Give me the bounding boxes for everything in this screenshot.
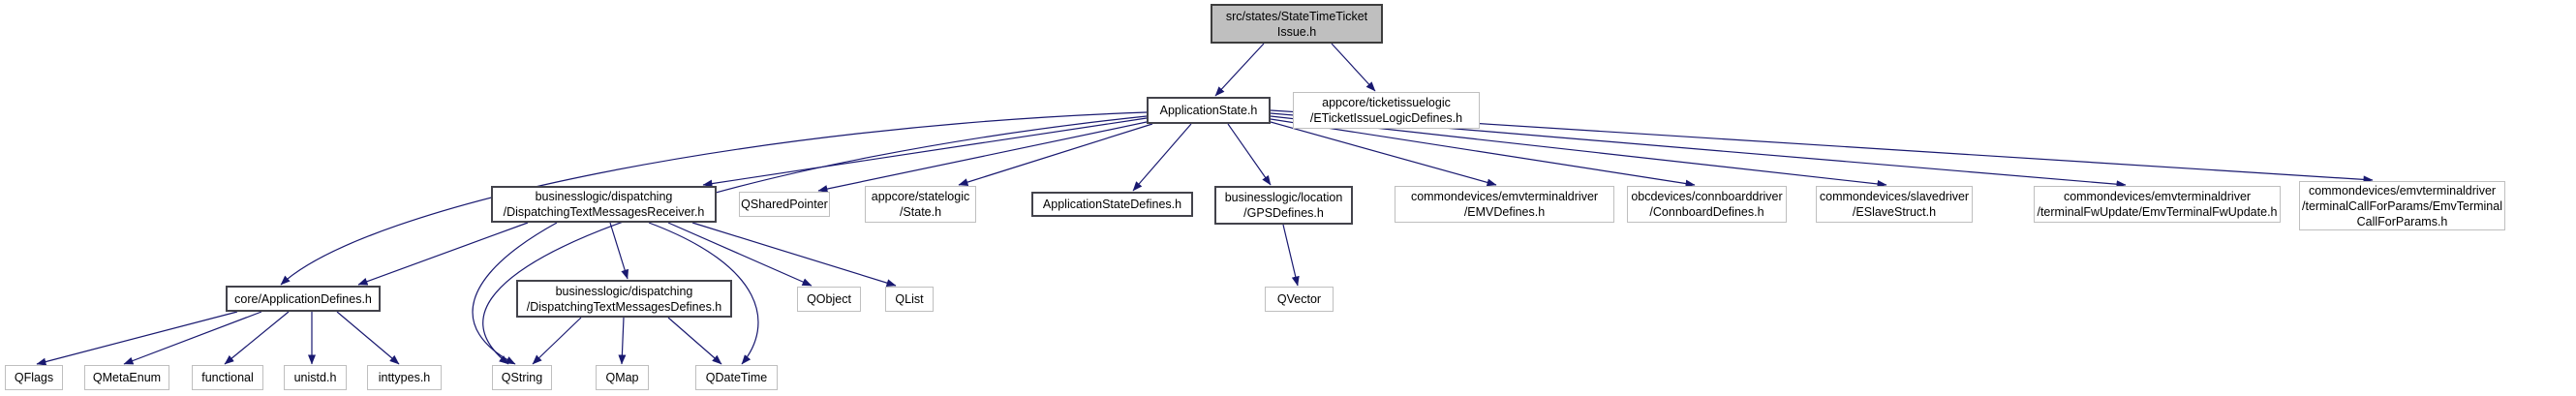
node-receiver[interactable]: businesslogic/dispatching/DispatchingTex…: [491, 186, 717, 223]
node-inttypes: inttypes.h: [367, 365, 442, 390]
node-label-line: QString: [501, 371, 543, 384]
edge-appstate-appstatedefines: [1132, 123, 1192, 192]
node-qflags: QFlags: [5, 365, 63, 390]
node-label-line: unistd.h: [293, 371, 337, 384]
node-qvector: QVector: [1265, 287, 1334, 312]
node-label-line: /DispatchingTextMessagesReceiver.h: [503, 205, 705, 219]
edge-dispdefines-qdatetime: [667, 317, 722, 365]
node-label-line: /EMVDefines.h: [1463, 205, 1546, 219]
node-label-line: QDateTime: [705, 371, 768, 384]
node-label-line: /ESlaveStruct.h: [1852, 205, 1937, 219]
node-emvdefines: commondevices/emvterminaldriver/EMVDefin…: [1395, 186, 1614, 223]
node-label-line: appcore/ticketissuelogic: [1322, 96, 1451, 109]
node-connboard: obcdevices/connboarddriver/ConnboardDefi…: [1627, 186, 1787, 223]
node-state: appcore/statelogic/State.h: [865, 186, 976, 223]
node-fwupdate: commondevices/emvterminaldriver/terminal…: [2034, 186, 2281, 223]
node-appstate[interactable]: ApplicationState.h: [1147, 97, 1271, 124]
node-label-line: Issue.h: [1276, 24, 1317, 39]
node-qobject: QObject: [797, 287, 861, 312]
edge-appstate-connboard: [1270, 118, 1696, 188]
node-qdatetime: QDateTime: [695, 365, 778, 390]
edge-gpsdefines-qvector: [1282, 224, 1300, 287]
node-label-line: QSharedPointer: [741, 198, 828, 211]
node-label-line: /terminalCallForParams/EmvTerminal: [2302, 198, 2502, 213]
node-label-line: businesslogic/location: [1224, 191, 1343, 204]
edge-coredefines-qflags: [36, 311, 238, 366]
node-appstatedefines[interactable]: ApplicationStateDefines.h: [1031, 192, 1193, 217]
node-label-line: commondevices/emvterminaldriver: [1410, 190, 1599, 203]
edge-appstate-receiver: [702, 117, 1148, 188]
edge-coredefines-qmetaenum: [123, 311, 262, 365]
node-label-line: functional: [201, 371, 254, 384]
node-label-line: core/ApplicationDefines.h: [234, 291, 372, 306]
edge-appstate-gpsdefines: [1227, 123, 1272, 186]
node-label-line: commondevices/emvterminaldriver: [2308, 183, 2497, 198]
edge-coredefines-inttypes: [336, 311, 400, 365]
node-label-line: QMap: [605, 371, 639, 384]
edge-coredefines-functional: [224, 311, 290, 365]
node-eslave: commondevices/slavedriver/ESlaveStruct.h: [1816, 186, 1973, 223]
edge-receiver-qobject: [667, 222, 813, 287]
edge-receiver-coredefines: [357, 222, 529, 286]
node-label-line: QVector: [1276, 292, 1322, 306]
edge-appstate-state: [958, 123, 1153, 186]
node-label-line: ApplicationState.h: [1159, 104, 1258, 117]
node-label-line: appcore/statelogic: [871, 190, 970, 203]
node-qmetaenum: QMetaEnum: [84, 365, 169, 390]
node-label-line: QMetaEnum: [92, 371, 162, 384]
node-label-line: ApplicationStateDefines.h: [1042, 198, 1182, 211]
node-label-line: /State.h: [899, 205, 942, 219]
edge-dispdefines-qmap: [618, 317, 627, 365]
node-gpsdefines[interactable]: businesslogic/location/GPSDefines.h: [1214, 186, 1353, 225]
edge-dispdefines-qstring: [532, 317, 582, 365]
node-qsharedpointer: QSharedPointer: [739, 192, 830, 217]
node-dispdefines[interactable]: businesslogic/dispatching/DispatchingTex…: [516, 280, 732, 318]
node-label-line: /GPSDefines.h: [1243, 206, 1324, 220]
edge-root-appstate: [1214, 43, 1265, 97]
node-label-line: /ETicketIssueLogicDefines.h: [1309, 111, 1463, 125]
edge-appstate-qstring: [482, 115, 1148, 365]
node-label-line: inttypes.h: [378, 371, 431, 384]
node-label-line: /DispatchingTextMessagesDefines.h: [526, 299, 722, 314]
node-label-line: QList: [895, 292, 924, 306]
node-label-line: /ConnboardDefines.h: [1649, 205, 1764, 219]
node-eticket: appcore/ticketissuelogic/ETicketIssueLog…: [1293, 92, 1480, 129]
node-label-line: businesslogic/dispatching: [555, 284, 693, 298]
edge-receiver-dispdefines: [609, 222, 629, 280]
node-coredefines[interactable]: core/ApplicationDefines.h: [226, 286, 381, 312]
node-label-line: obcdevices/connboarddriver: [1631, 190, 1783, 203]
node-label-line: QFlags: [14, 371, 54, 384]
node-functional: functional: [192, 365, 263, 390]
node-label-line: businesslogic/dispatching: [535, 190, 673, 203]
node-label-line: QObject: [807, 292, 851, 306]
edge-receiver-qlist: [691, 222, 897, 288]
edge-appstate-emvdefines: [1270, 121, 1497, 187]
node-qstring: QString: [492, 365, 552, 390]
edge-appstate-qsharedpointer: [817, 121, 1148, 193]
node-label-line: commondevices/emvterminaldriver: [2063, 190, 2252, 203]
node-qmap: QMap: [596, 365, 649, 390]
node-label-line: commondevices/slavedriver: [1819, 190, 1970, 203]
node-qlist: QList: [885, 287, 934, 312]
node-unistd: unistd.h: [284, 365, 347, 390]
node-label-line: CallForParams.h: [2356, 214, 2448, 228]
node-callforparams: commondevices/emvterminaldriver/terminal…: [2299, 181, 2505, 230]
node-label-line: src/states/StateTimeTicket: [1225, 9, 1368, 23]
node-label-line: /terminalFwUpdate/EmvTerminalFwUpdate.h: [2037, 205, 2278, 219]
edge-root-eticket: [1331, 43, 1376, 92]
